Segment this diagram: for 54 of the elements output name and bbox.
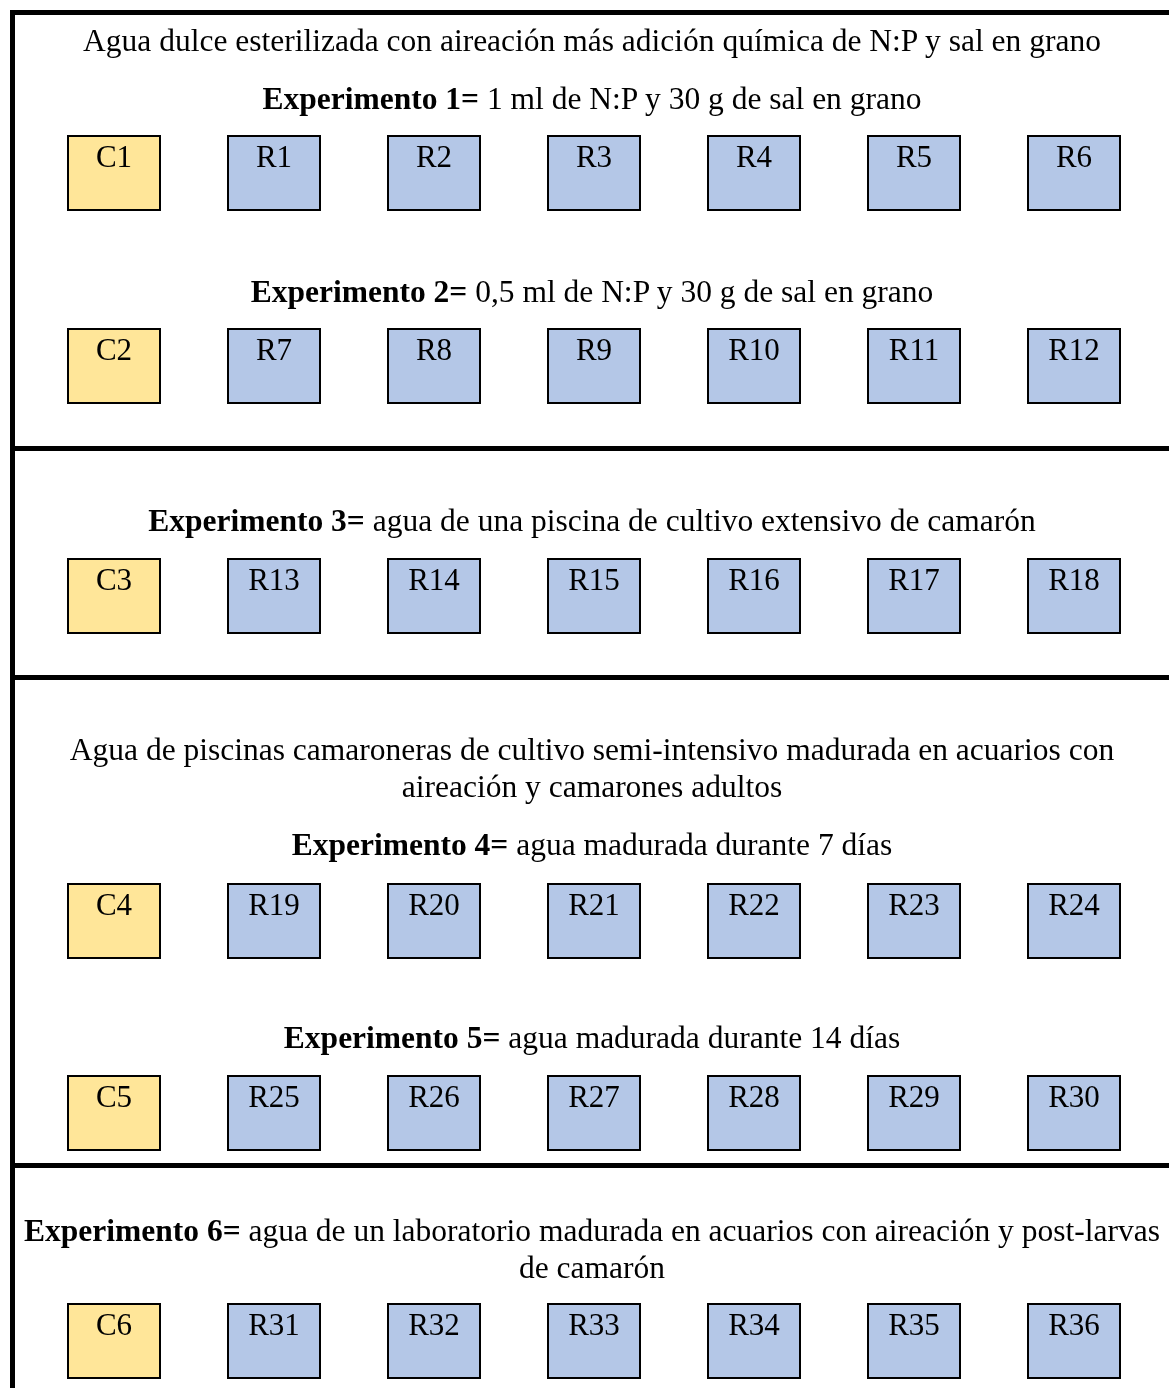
replicate-tank: R1	[227, 135, 321, 211]
control-tank: C2	[67, 328, 161, 404]
replicate-tank: R32	[387, 1303, 481, 1379]
experiment-heading: Experimento 5= agua madurada durante 14 días	[282, 1019, 902, 1056]
replicate-tank: R28	[707, 1075, 801, 1151]
replicate-tank: R35	[867, 1303, 961, 1379]
treatment-description: Agua dulce esterilizada con aireación más adición química de N:P y sal en grano	[82, 22, 1102, 59]
experiment-heading: Experimento 3= agua de una piscina de cultivo extensivo de camarón	[147, 502, 1037, 539]
replicate-tank: R21	[547, 883, 641, 959]
replicate-tank: R25	[227, 1075, 321, 1151]
replicate-tank: R18	[1027, 558, 1121, 634]
experiment-heading: Experimento 6= agua de un laboratorio madurada en acuarios con aireación y post-larvas de camarón	[23, 1212, 1161, 1286]
replicate-tank: R24	[1027, 883, 1121, 959]
control-tank: C3	[67, 558, 161, 634]
replicate-tank: R36	[1027, 1303, 1121, 1379]
replicate-tank: R6	[1027, 135, 1121, 211]
replicate-tank: R31	[227, 1303, 321, 1379]
replicate-tank: R27	[547, 1075, 641, 1151]
experiment-heading: Experimento 2= 0,5 ml de N:P y 30 g de sal en grano	[249, 273, 935, 310]
replicate-tank: R33	[547, 1303, 641, 1379]
replicate-tank: R13	[227, 558, 321, 634]
experiment-heading: Experimento 4= agua madurada durante 7 días	[290, 826, 894, 863]
control-tank: C4	[67, 883, 161, 959]
replicate-tank: R4	[707, 135, 801, 211]
experiment-panel	[10, 446, 1169, 675]
replicate-tank: R10	[707, 328, 801, 404]
replicate-tank: R8	[387, 328, 481, 404]
replicate-tank: R14	[387, 558, 481, 634]
replicate-tank: R11	[867, 328, 961, 404]
replicate-tank: R3	[547, 135, 641, 211]
replicate-tank: R2	[387, 135, 481, 211]
replicate-tank: R29	[867, 1075, 961, 1151]
replicate-tank: R19	[227, 883, 321, 959]
experiment-panel	[10, 10, 1169, 446]
replicate-tank: R26	[387, 1075, 481, 1151]
replicate-tank: R16	[707, 558, 801, 634]
replicate-tank: R34	[707, 1303, 801, 1379]
replicate-tank: R5	[867, 135, 961, 211]
experiment-panel	[10, 675, 1169, 1163]
control-tank: C1	[67, 135, 161, 211]
experiment-heading: Experimento 1= 1 ml de N:P y 30 g de sal en grano	[261, 80, 923, 117]
control-tank: C5	[67, 1075, 161, 1151]
replicate-tank: R7	[227, 328, 321, 404]
replicate-tank: R15	[547, 558, 641, 634]
control-tank: C6	[67, 1303, 161, 1379]
replicate-tank: R30	[1027, 1075, 1121, 1151]
replicate-tank: R20	[387, 883, 481, 959]
replicate-tank: R12	[1027, 328, 1121, 404]
replicate-tank: R22	[707, 883, 801, 959]
treatment-description: Agua de piscinas camaroneras de cultivo semi-intensivo madurada en acuarios con aireación y camarones adultos	[68, 731, 1116, 805]
replicate-tank: R23	[867, 883, 961, 959]
replicate-tank: R9	[547, 328, 641, 404]
replicate-tank: R17	[867, 558, 961, 634]
experiment-panel	[10, 1163, 1169, 1388]
